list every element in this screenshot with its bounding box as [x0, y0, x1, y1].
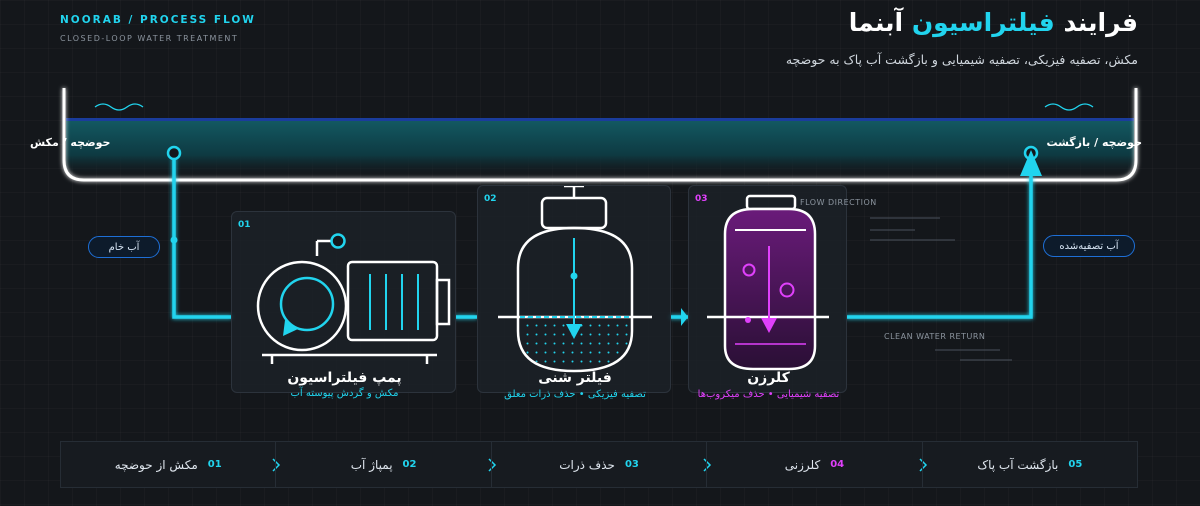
flow-direction-lines — [870, 217, 1012, 361]
page-title: فرایند فیلتراسیون آبنما — [849, 8, 1138, 37]
wave-icon-left — [94, 103, 144, 111]
brand-label: NOORAB / PROCESS FLOW — [60, 14, 256, 26]
clean-water-return-caption: CLEAN WATER RETURN — [884, 332, 986, 341]
step-label: بازگشت آب پاک — [977, 457, 1059, 472]
flow-direction-caption: FLOW DIRECTION — [800, 198, 877, 207]
page-description: مکش، تصفیه فیزیکی، تصفیه شیمیایی و بازگش… — [785, 52, 1138, 67]
step-pumping[interactable]: 02 پمپاژ آب — [275, 442, 496, 487]
raw-water-badge: آب خام — [88, 236, 160, 258]
step-label: حذف ذرات — [559, 457, 615, 472]
step-label: پمپاژ آب — [350, 457, 393, 472]
sand-filter-name: فیلتر شنی — [538, 370, 612, 386]
step-suction[interactable]: 01 مکش از حوضچه — [61, 442, 281, 487]
title-highlight: فیلتراسیون — [911, 8, 1055, 37]
pool-suction-label: حوضچه / مکش — [30, 136, 111, 149]
return-arrow-icon — [1020, 150, 1042, 176]
wave-icon-right — [1044, 103, 1094, 111]
step-clean-return[interactable]: 05 بازگشت آب پاک — [921, 442, 1137, 487]
step-label: کلرزنی — [784, 457, 821, 472]
step-number: 01 — [207, 459, 222, 470]
sand-filter-number: 02 — [484, 194, 497, 204]
sand-filter-description: تصفیه فیزیکی • حذف ذرات معلق — [504, 389, 646, 400]
pump-card[interactable]: 01 پمپ فیلتراسیون مکش و گردش پیوسته آب — [231, 211, 456, 399]
pipe-node — [170, 236, 178, 244]
title-prefix: فرایند — [1063, 8, 1138, 37]
pump-icon — [256, 233, 451, 364]
brand-subtitle: CLOSED-LOOP WATER TREATMENT — [60, 34, 239, 43]
step-label: مکش از حوضچه — [114, 457, 198, 472]
step-particle-removal[interactable]: 03 حذف ذرات — [490, 442, 712, 487]
chlorinator-name: کلرزن — [747, 370, 790, 386]
suction-inlet-icon — [166, 145, 182, 161]
chlorinator-card[interactable]: 03 کلرزن تصفیه شیمیایی • حذف میکروب‌ها — [688, 185, 847, 400]
pool-return-label: حوضچه / بازگشت — [1046, 136, 1142, 149]
pump-description: مکش و گردش پیوسته آب — [290, 388, 399, 399]
step-number: 04 — [830, 459, 845, 470]
step-chlorination[interactable]: 04 کلرزنی — [706, 442, 927, 487]
pump-name: پمپ فیلتراسیون — [287, 370, 402, 386]
pool-basin — [62, 88, 1138, 182]
sand-filter-icon — [498, 186, 652, 373]
step-number: 05 — [1068, 459, 1083, 470]
chlorinator-description: تصفیه شیمیایی • حذف میکروب‌ها — [697, 389, 840, 400]
step-number: 02 — [402, 459, 417, 470]
title-suffix: آبنما — [848, 8, 904, 37]
chlorinator-icon — [707, 194, 829, 371]
step-number: 03 — [624, 459, 639, 470]
chlorinator-number: 03 — [695, 194, 708, 204]
clean-water-badge: آب تصفیه‌شده — [1043, 235, 1135, 257]
pump-number: 01 — [238, 220, 251, 230]
sand-filter-card[interactable]: 02 فیلتر شنی تصفیه فیزیکی • حذف ذرات معل… — [477, 185, 671, 400]
flow-arrow-icon — [681, 308, 688, 326]
process-steps-bar: 01 مکش از حوضچه 02 پمپاژ آب 03 حذف ذرات … — [60, 441, 1138, 488]
